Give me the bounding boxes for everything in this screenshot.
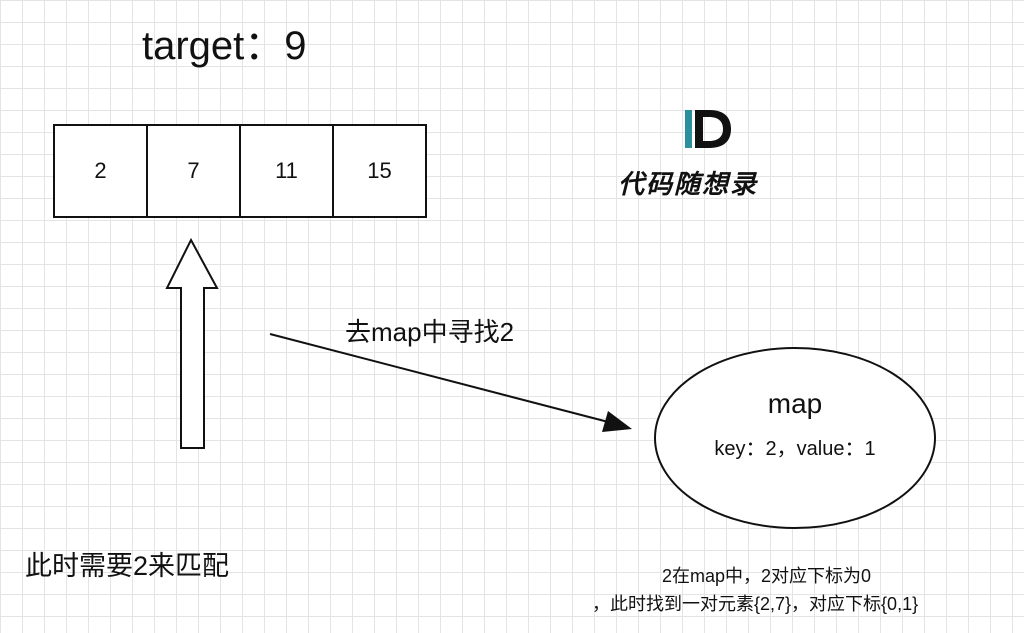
array-cell: 7 bbox=[148, 126, 241, 216]
up-arrow-icon bbox=[165, 237, 219, 449]
map-ellipse bbox=[654, 347, 936, 529]
arrow-label: 去map中寻找2 bbox=[345, 317, 515, 347]
logo-text: 代码随想录 bbox=[618, 170, 759, 200]
map-title: map bbox=[767, 388, 823, 419]
array-cell: 2 bbox=[55, 126, 148, 216]
match-caption: 此时需要2来匹配 bbox=[25, 551, 230, 581]
array: 2 7 11 15 bbox=[53, 124, 427, 218]
search-arrow-line bbox=[269, 333, 617, 425]
logo-d-icon bbox=[685, 110, 731, 148]
map-entry: key：2，value：1 bbox=[714, 438, 876, 460]
result-note-line2: ，此时找到一对元素{2,7}，对应下标{0,1} bbox=[592, 594, 919, 614]
result-note-line1: 2在map中，2对应下标为0 bbox=[662, 566, 872, 586]
target-label: target：9 bbox=[142, 24, 307, 68]
array-cell: 15 bbox=[367, 158, 392, 183]
array-cell: 11 bbox=[241, 126, 334, 216]
search-arrow-head bbox=[602, 411, 632, 432]
